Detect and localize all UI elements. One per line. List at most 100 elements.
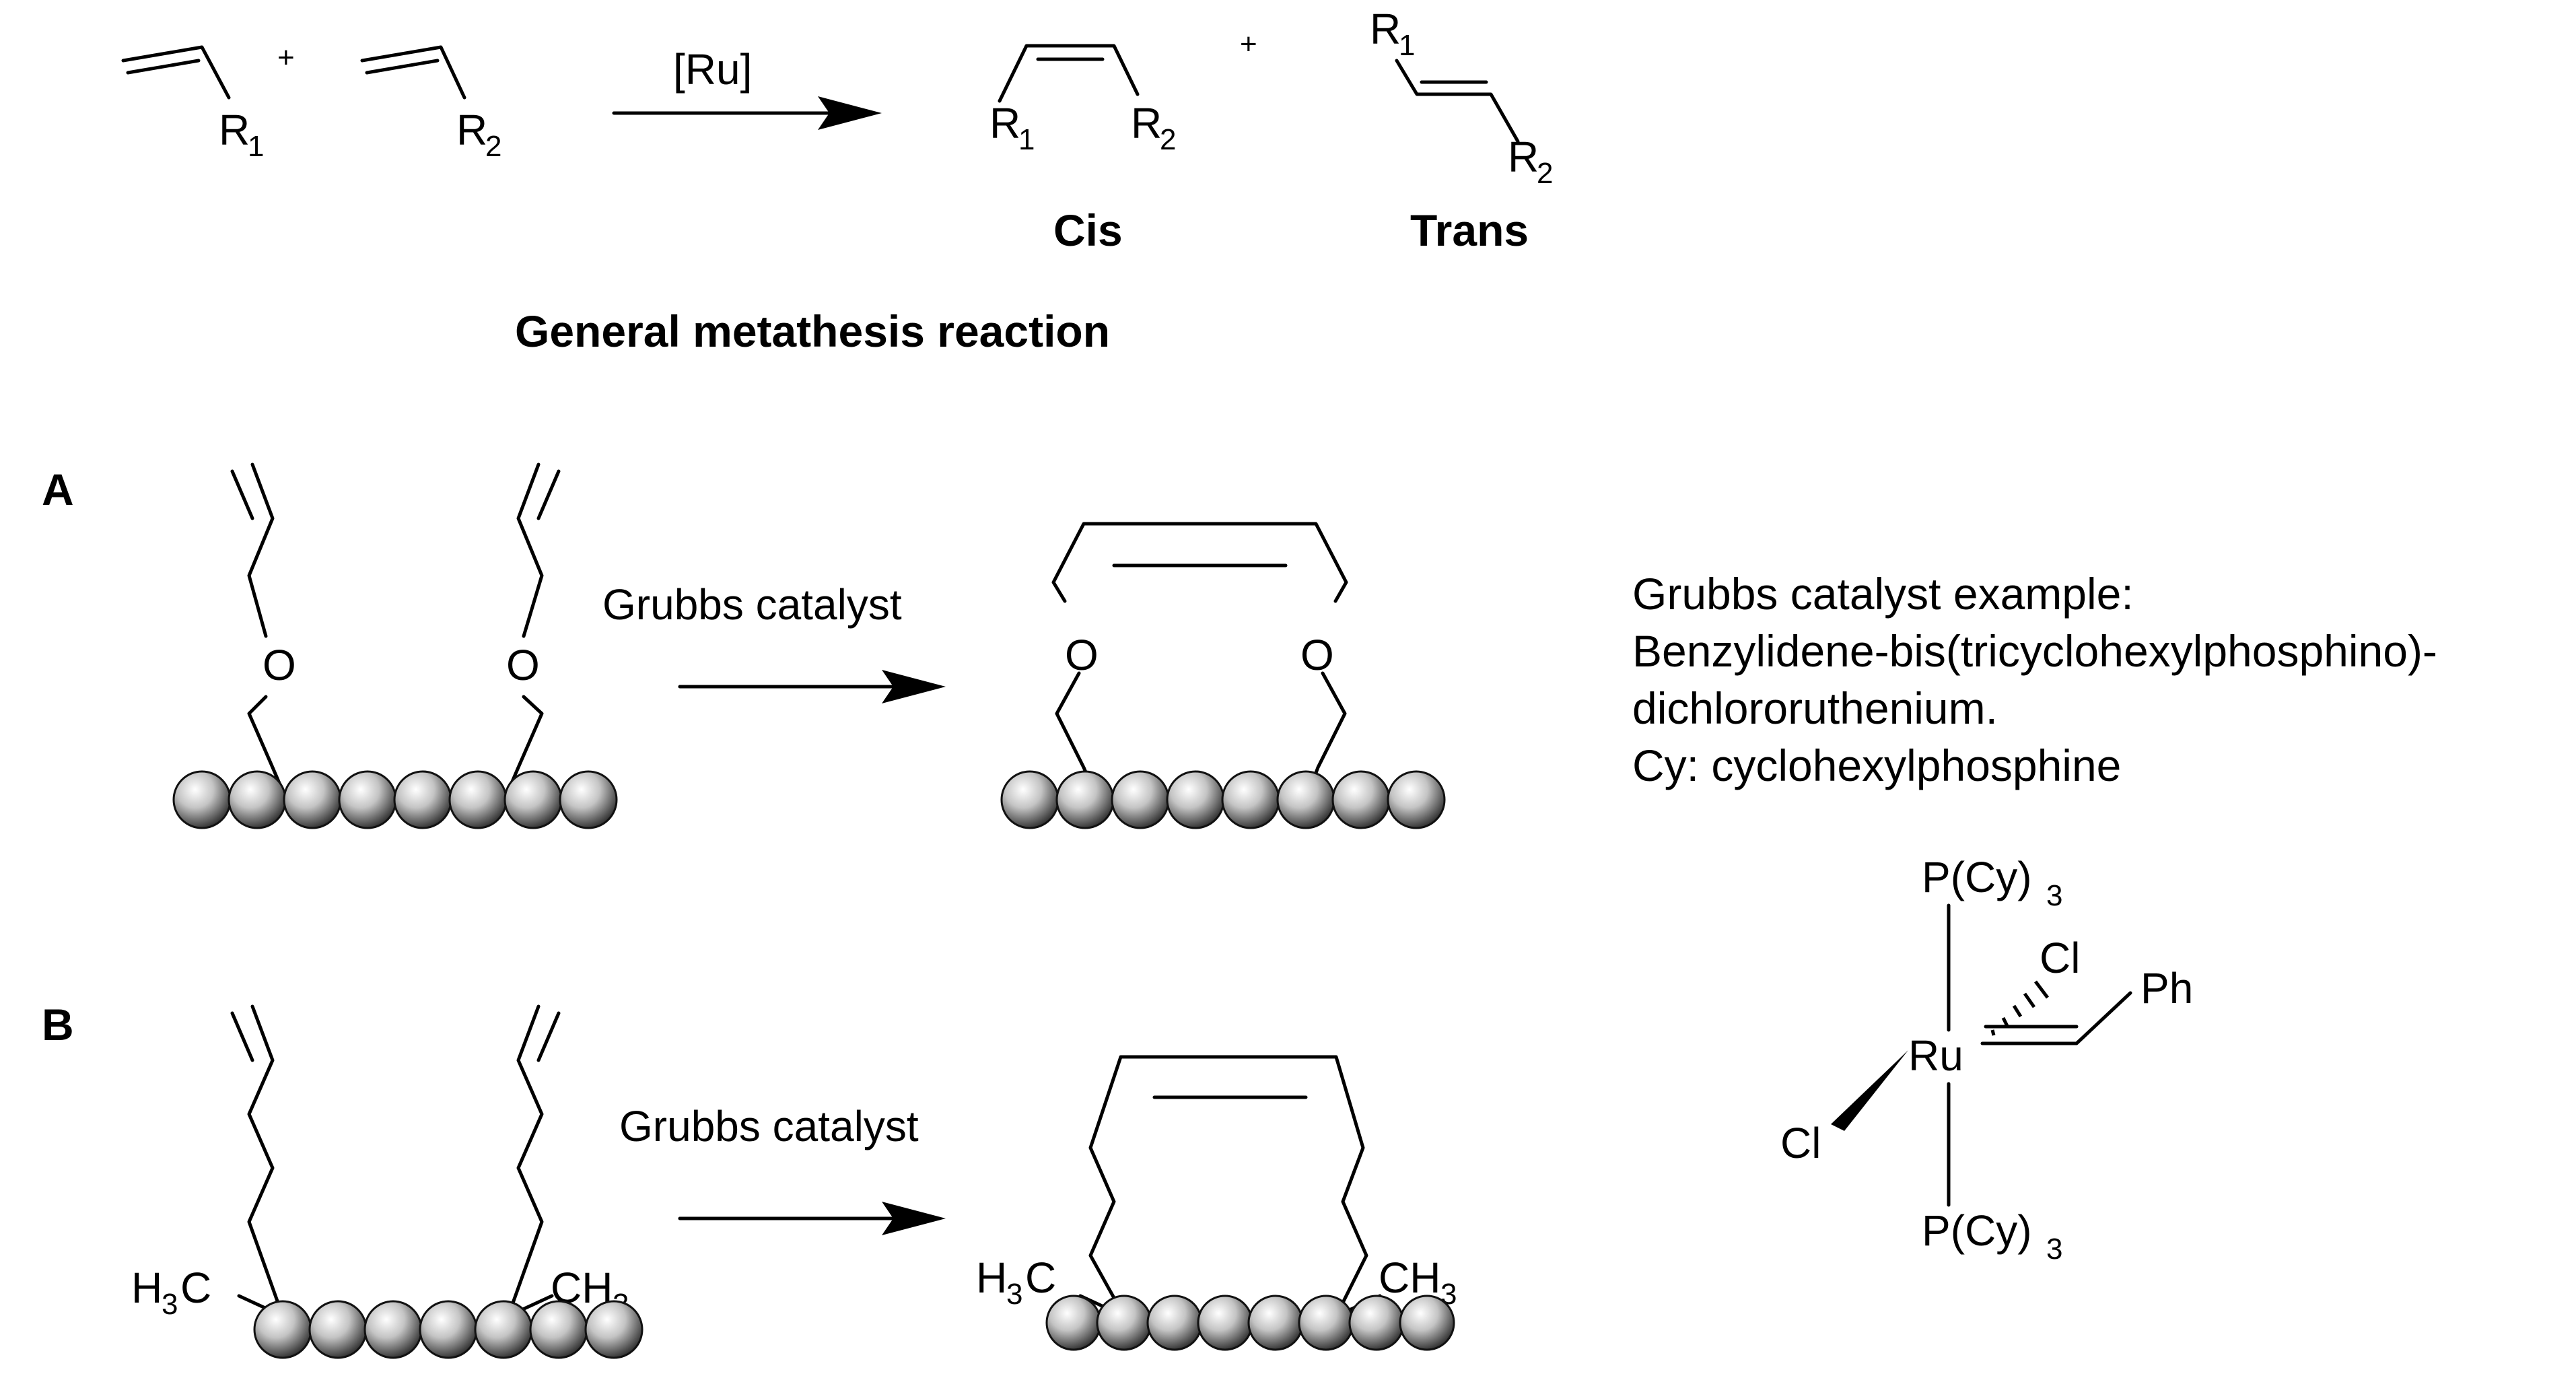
reactant-alkene-2: R 2 (360, 45, 501, 163)
support-bead (1055, 770, 1115, 829)
label-text: R (219, 106, 250, 154)
panel-b-product: H 3 C CH 3 (976, 1055, 1457, 1351)
label-text: 3 (2046, 879, 2062, 912)
support-bead (474, 1300, 533, 1359)
reactant-alkene-1: R 1 (121, 45, 264, 163)
trans-product: R 1 R 2 Trans (1370, 5, 1553, 255)
label-text: 2 (485, 130, 501, 163)
grubbs-arrow-a: Grubbs catalyst (602, 580, 946, 703)
oxygen-atom: O (1300, 631, 1334, 679)
label-text: 1 (248, 130, 264, 163)
label-text: R (1370, 5, 1401, 53)
arrow-label: Grubbs catalyst (602, 580, 902, 629)
solid-support (253, 1300, 643, 1359)
solid-support (172, 770, 618, 829)
support-bead (1331, 770, 1391, 829)
support-bead (283, 770, 342, 829)
panel-b: B H 3 C CH 3 Grubbs catalyst (42, 1000, 1457, 1359)
panel-a: A O O Grubbs catalyst O O (42, 462, 1446, 829)
plus-sign: + (277, 41, 295, 74)
panel-a-reactant: O O (172, 462, 618, 829)
grubbs-catalyst-structure: P(Cy) 3 Ru P(Cy) 3 Cl Cl Ph (1780, 853, 2193, 1266)
label-text: 2 (1160, 123, 1176, 156)
support-bead (1298, 1295, 1354, 1351)
solid-wedge-bond (1831, 1050, 1908, 1131)
support-bead (228, 770, 287, 829)
label-text: H (131, 1264, 162, 1312)
label-text: C (1025, 1253, 1056, 1302)
support-bead (559, 770, 618, 829)
phenyl-group: Ph (2140, 964, 2193, 1012)
oxygen-atom: O (506, 641, 540, 689)
label-text: CH (1379, 1253, 1440, 1302)
solid-support (1045, 1295, 1455, 1351)
chloride-upper: Cl (2040, 934, 2080, 982)
support-bead (363, 1300, 423, 1359)
support-bead (529, 1300, 588, 1359)
support-bead (1221, 770, 1280, 829)
methyl-group: H 3 C (976, 1253, 1056, 1311)
support-bead (1247, 1295, 1304, 1351)
catalyst-description: Grubbs catalyst example: Benzylidene-bis… (1632, 569, 2437, 790)
label-text: R (1508, 133, 1539, 181)
phosphine-top: P(Cy) (1922, 853, 2032, 901)
support-bead (584, 1300, 643, 1359)
oxygen-atom: O (1065, 631, 1099, 679)
chloride-lower: Cl (1780, 1119, 1821, 1167)
description-line-2: Benzylidene-bis(tricyclohexylphosphino)- (1632, 626, 2437, 676)
support-bead (1348, 1295, 1405, 1351)
support-bead (448, 770, 508, 829)
description-line-4: Cy: cyclohexylphosphine (1632, 740, 2121, 790)
methyl-group: H 3 C (131, 1264, 211, 1321)
support-bead (503, 770, 563, 829)
description-line-3: dichlororuthenium. (1632, 683, 1998, 733)
catalyst-label: [Ru] (673, 45, 752, 94)
support-bead (172, 770, 232, 829)
support-bead (419, 1300, 478, 1359)
cis-label: Cis (1053, 205, 1123, 255)
grubbs-arrow-b: Grubbs catalyst (619, 1102, 946, 1235)
reaction-title: General metathesis reaction (515, 306, 1110, 356)
plus-sign-2: + (1240, 28, 1257, 61)
reaction-arrow: [Ru] (612, 45, 882, 130)
hashed-wedge-bond (1990, 980, 2049, 1036)
cis-product: R 1 R 2 Cis (989, 44, 1176, 255)
label-text: 1 (1399, 29, 1415, 62)
support-bead (253, 1300, 312, 1359)
general-reaction: R 1 + R 2 [Ru] R 1 R 2 Cis + (121, 5, 1553, 356)
panel-a-label: A (42, 464, 74, 514)
label-text: 3 (2046, 1233, 2062, 1266)
label-text: C (180, 1264, 211, 1312)
oxygen-atom: O (263, 641, 296, 689)
arrow-label: Grubbs catalyst (619, 1102, 919, 1150)
support-bead (1000, 770, 1059, 829)
support-bead (1399, 1295, 1455, 1351)
trans-label: Trans (1410, 205, 1529, 255)
description-line-1: Grubbs catalyst example: (1632, 569, 2134, 619)
panel-a-product: O O (1000, 522, 1446, 829)
methyl-group: CH 3 (1379, 1253, 1457, 1311)
label-text: 1 (1018, 123, 1035, 156)
support-bead (1166, 770, 1225, 829)
label-text: 3 (1006, 1278, 1022, 1311)
label-text: 2 (1537, 157, 1553, 190)
support-bead (1111, 770, 1170, 829)
label-text: R (1131, 99, 1162, 147)
support-bead (1387, 770, 1446, 829)
panel-b-label: B (42, 1000, 74, 1049)
phosphine-bottom: P(Cy) (1922, 1206, 2032, 1255)
support-bead (1096, 1295, 1152, 1351)
support-bead (338, 770, 397, 829)
solid-support (1000, 770, 1446, 829)
support-bead (308, 1300, 368, 1359)
support-bead (393, 770, 452, 829)
support-bead (1146, 1295, 1203, 1351)
support-bead (1197, 1295, 1253, 1351)
support-bead (1276, 770, 1335, 829)
label-text: R (456, 106, 487, 154)
label-text: 3 (162, 1288, 178, 1321)
label-text: R (989, 99, 1020, 147)
support-bead (1045, 1295, 1102, 1351)
ruthenium-atom: Ru (1908, 1031, 1963, 1080)
